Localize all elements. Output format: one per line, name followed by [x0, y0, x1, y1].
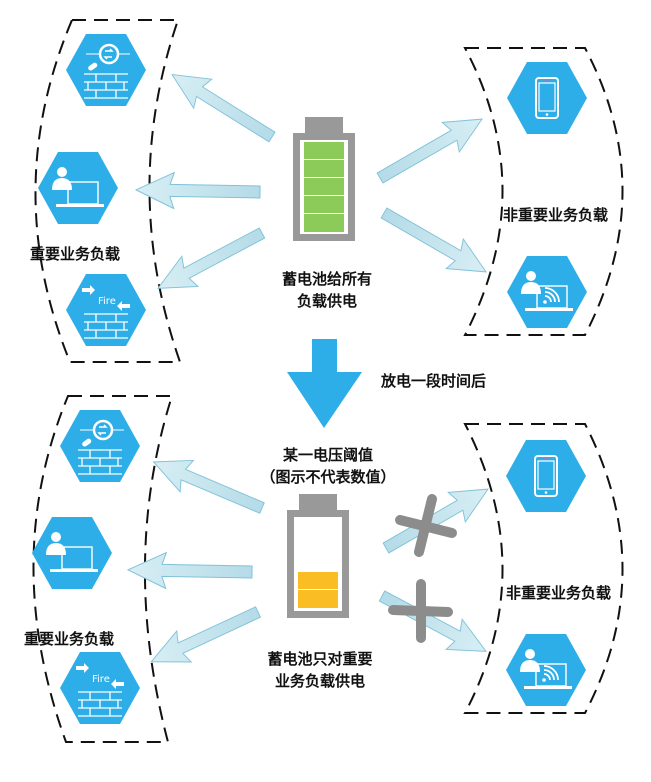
mobile-phone-icon: [506, 440, 586, 512]
firewall-search-icon: [66, 34, 146, 106]
fire-firewall-icon: [60, 652, 140, 724]
nonimportant-group-outline-top: [463, 47, 624, 336]
power-arrow-to-wifi-terminal: [374, 197, 496, 288]
nonimportant-group-outline-bottom: [463, 423, 624, 714]
bottom-caption-line2: 业务负载供电: [274, 672, 365, 690]
top-caption: 蓄电池给所有 负载供电: [262, 268, 392, 312]
top-caption-line2: 负载供电: [296, 292, 357, 310]
cross-icon: [395, 494, 457, 557]
threshold-caption: 某一电压阈值 （图示不代表数值）: [238, 444, 418, 488]
firewall-search-icon: [60, 410, 140, 482]
power-arrow-to-firewall: [162, 59, 282, 152]
power-arrow-to-terminal: [135, 171, 261, 211]
user-terminal-icon: [32, 517, 112, 589]
top-caption-line1: 蓄电池给所有: [281, 270, 372, 288]
user-wifi-terminal-icon: [506, 634, 586, 706]
important-group-outline-bottom: [32, 395, 174, 743]
important-load-label-top: 重要业务负载: [30, 245, 121, 263]
battery-full: [293, 117, 355, 241]
discharge-arrow: [287, 339, 362, 428]
bottom-caption: 蓄电池只对重要 业务负载供电: [245, 648, 395, 692]
fire-firewall-icon: [66, 274, 146, 346]
nonimportant-load-label-top: 非重要业务负载: [503, 206, 609, 224]
threshold-line2: （图示不代表数值）: [260, 468, 396, 486]
power-arrow-to-fire: [149, 217, 271, 304]
important-load-label-bottom: 重要业务负载: [24, 630, 115, 648]
power-arrow-to-terminal: [127, 551, 253, 591]
threshold-line1: 某一电压阈值: [282, 446, 373, 464]
bottom-caption-line1: 蓄电池只对重要: [267, 650, 373, 668]
nonimportant-load-label-bottom: 非重要业务负载: [506, 584, 612, 602]
discharge-label: 放电一段时间后: [381, 372, 487, 390]
important-group-outline-top: [34, 19, 182, 363]
power-arrow-to-phone: [370, 103, 492, 194]
battery-low: [287, 494, 349, 618]
mobile-phone-icon: [507, 62, 587, 134]
user-terminal-icon: [38, 152, 118, 224]
user-wifi-terminal-icon: [507, 256, 587, 328]
cross-icon: [388, 579, 453, 643]
